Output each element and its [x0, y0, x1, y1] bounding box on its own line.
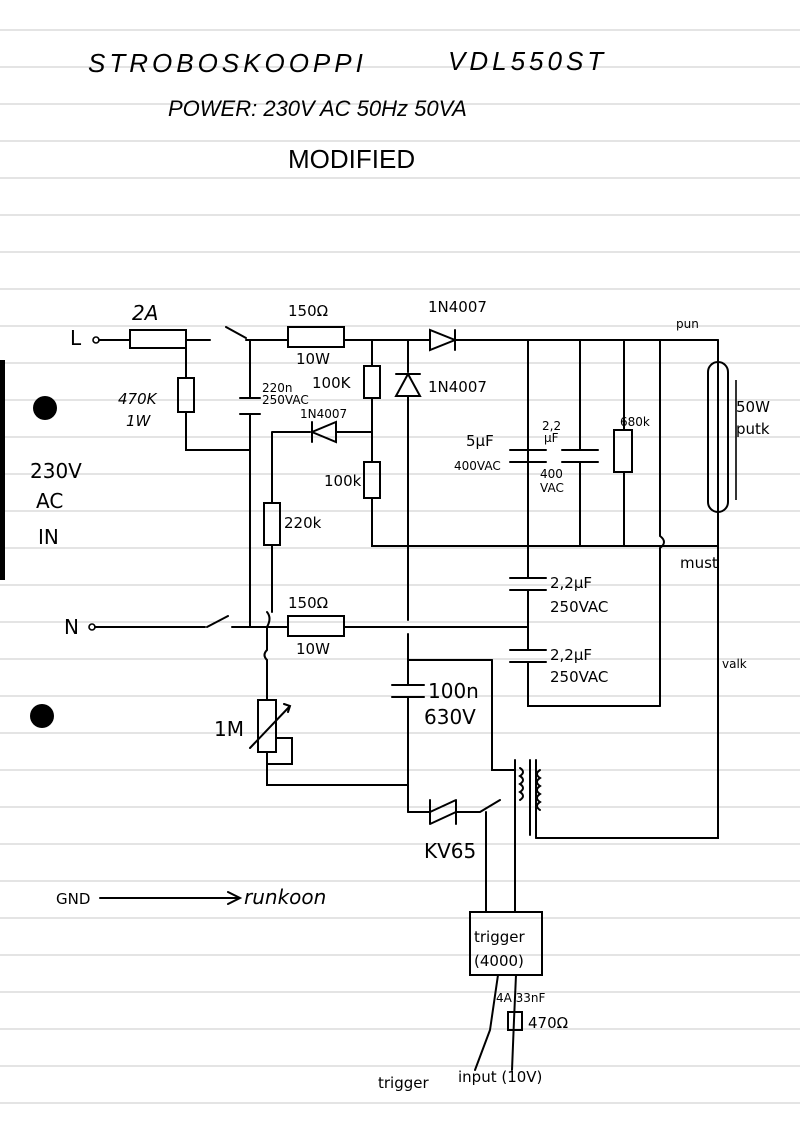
resistor-150-bottom-label: 150Ω: [288, 594, 328, 612]
diac-kv65: [429, 799, 457, 825]
capacitor-2u2-b-label-2: 250VAC: [550, 668, 608, 686]
resistor-100k-top-label: 100K: [312, 374, 352, 392]
capacitor-2u2-400v-label-3: 400: [540, 467, 563, 481]
wire-must-label: must: [680, 554, 718, 572]
resistor-220k: [263, 502, 281, 546]
diac-kv65-label: KV65: [424, 839, 476, 863]
resistor-220k-label: 220k: [284, 514, 322, 532]
trigger-resistor-label: 470Ω: [528, 1014, 568, 1032]
trigger-resistor-470: [507, 1011, 523, 1031]
trigger-cap-label: 4A 33nF: [496, 991, 546, 1005]
flash-tube-label-2: putk: [736, 420, 770, 438]
capacitor-2u2-a-label-1: 2,2µF: [550, 574, 592, 592]
wire-pun-label: pun: [676, 317, 699, 331]
flash-tube: [707, 361, 737, 513]
wiring: [94, 326, 719, 1071]
line-terminal-label: L: [70, 326, 82, 350]
capacitor-5uf-label-2: 400VAC: [454, 459, 501, 473]
capacitor-2u2-b: [509, 649, 547, 663]
capacitor-220n: [239, 397, 261, 415]
ac-in-label-3: IN: [38, 525, 59, 549]
resistor-470k-watt: 1W: [126, 412, 152, 430]
trigger-input-label-1: trigger: [378, 1074, 429, 1092]
wire-valk-label: valk: [722, 657, 747, 671]
trigger-module-label-1: trigger: [474, 928, 525, 946]
title-left: STROBOSKOOPPI: [88, 48, 367, 78]
capacitor-5uf-label-1: 5µF: [466, 432, 494, 450]
trigger-transformer: [514, 759, 542, 839]
trigger-module: [469, 911, 543, 976]
resistor-680k: [613, 429, 633, 473]
gnd-arrow: [99, 891, 243, 905]
resistor-100k-top: [363, 365, 381, 399]
capacitor-220n-label-1: 220n: [262, 381, 293, 395]
potentiometer-1m-label: 1M: [214, 717, 244, 741]
capacitor-100n-label-1: 100n: [428, 679, 479, 703]
resistor-150-top: [287, 326, 345, 348]
fuse-label: 2A: [132, 301, 158, 325]
resistor-470k: [177, 377, 195, 413]
resistor-470k-label: 470K: [118, 390, 158, 408]
modified-label: MODIFIED: [288, 144, 415, 174]
diode-top: [429, 328, 458, 352]
capacitor-100n: [391, 684, 425, 698]
notebook-ruling: [0, 29, 800, 1104]
capacitor-2u2-a-label-2: 250VAC: [550, 598, 608, 616]
title-right: VDL550ST: [448, 46, 607, 76]
ac-in-label-2: AC: [36, 489, 63, 513]
capacitor-2u2-400v: [561, 449, 599, 463]
capacitor-2u2-400v-label-1: 2,2: [542, 419, 561, 433]
diode-small-label: 1N4007: [300, 407, 347, 421]
binder-hole-top: [33, 396, 57, 420]
potentiometer-wiper: [249, 703, 293, 765]
neutral-terminal-label: N: [64, 615, 79, 639]
capacitor-5uf: [509, 449, 547, 463]
flash-tube-label-1: 50W: [736, 398, 770, 416]
diode-top-label: 1N4007: [428, 298, 487, 316]
capacitor-2u2-400v-label-4: VAC: [540, 481, 564, 495]
capacitor-2u2-b-label-1: 2,2µF: [550, 646, 592, 664]
page-edge: [0, 360, 5, 580]
resistor-150-bottom: [287, 615, 345, 637]
capacitor-100n-label-2: 630V: [424, 705, 476, 729]
binder-hole-bottom: [30, 704, 54, 728]
capacitor-2u2-400v-label-2: µF: [544, 431, 559, 445]
diode-vertical: [394, 371, 422, 397]
diode-small: [309, 420, 337, 444]
resistor-100k-bottom-label: 100k: [324, 472, 362, 490]
ac-in-label-1: 230V: [30, 459, 82, 483]
gnd-label: GND: [56, 890, 90, 908]
resistor-100k-bottom: [363, 461, 381, 499]
resistor-150-bottom-watt: 10W: [296, 640, 330, 658]
trigger-input-label-2: input (10V): [458, 1068, 542, 1086]
resistor-150-top-watt: 10W: [296, 350, 330, 368]
trigger-module-label-2: (4000): [474, 952, 524, 970]
gnd-target-label: runkoon: [244, 885, 326, 909]
potentiometer-1m: [257, 699, 277, 753]
capacitor-220n-label-2: 250VAC: [262, 393, 309, 407]
diode-vertical-label: 1N4007: [428, 378, 487, 396]
resistor-150-top-label: 150Ω: [288, 302, 328, 320]
capacitor-2u2-a: [509, 577, 547, 591]
fuse: [129, 329, 187, 349]
power-rating: POWER: 230V AC 50Hz 50VA: [168, 96, 467, 121]
resistor-680k-label: 680k: [620, 415, 650, 429]
